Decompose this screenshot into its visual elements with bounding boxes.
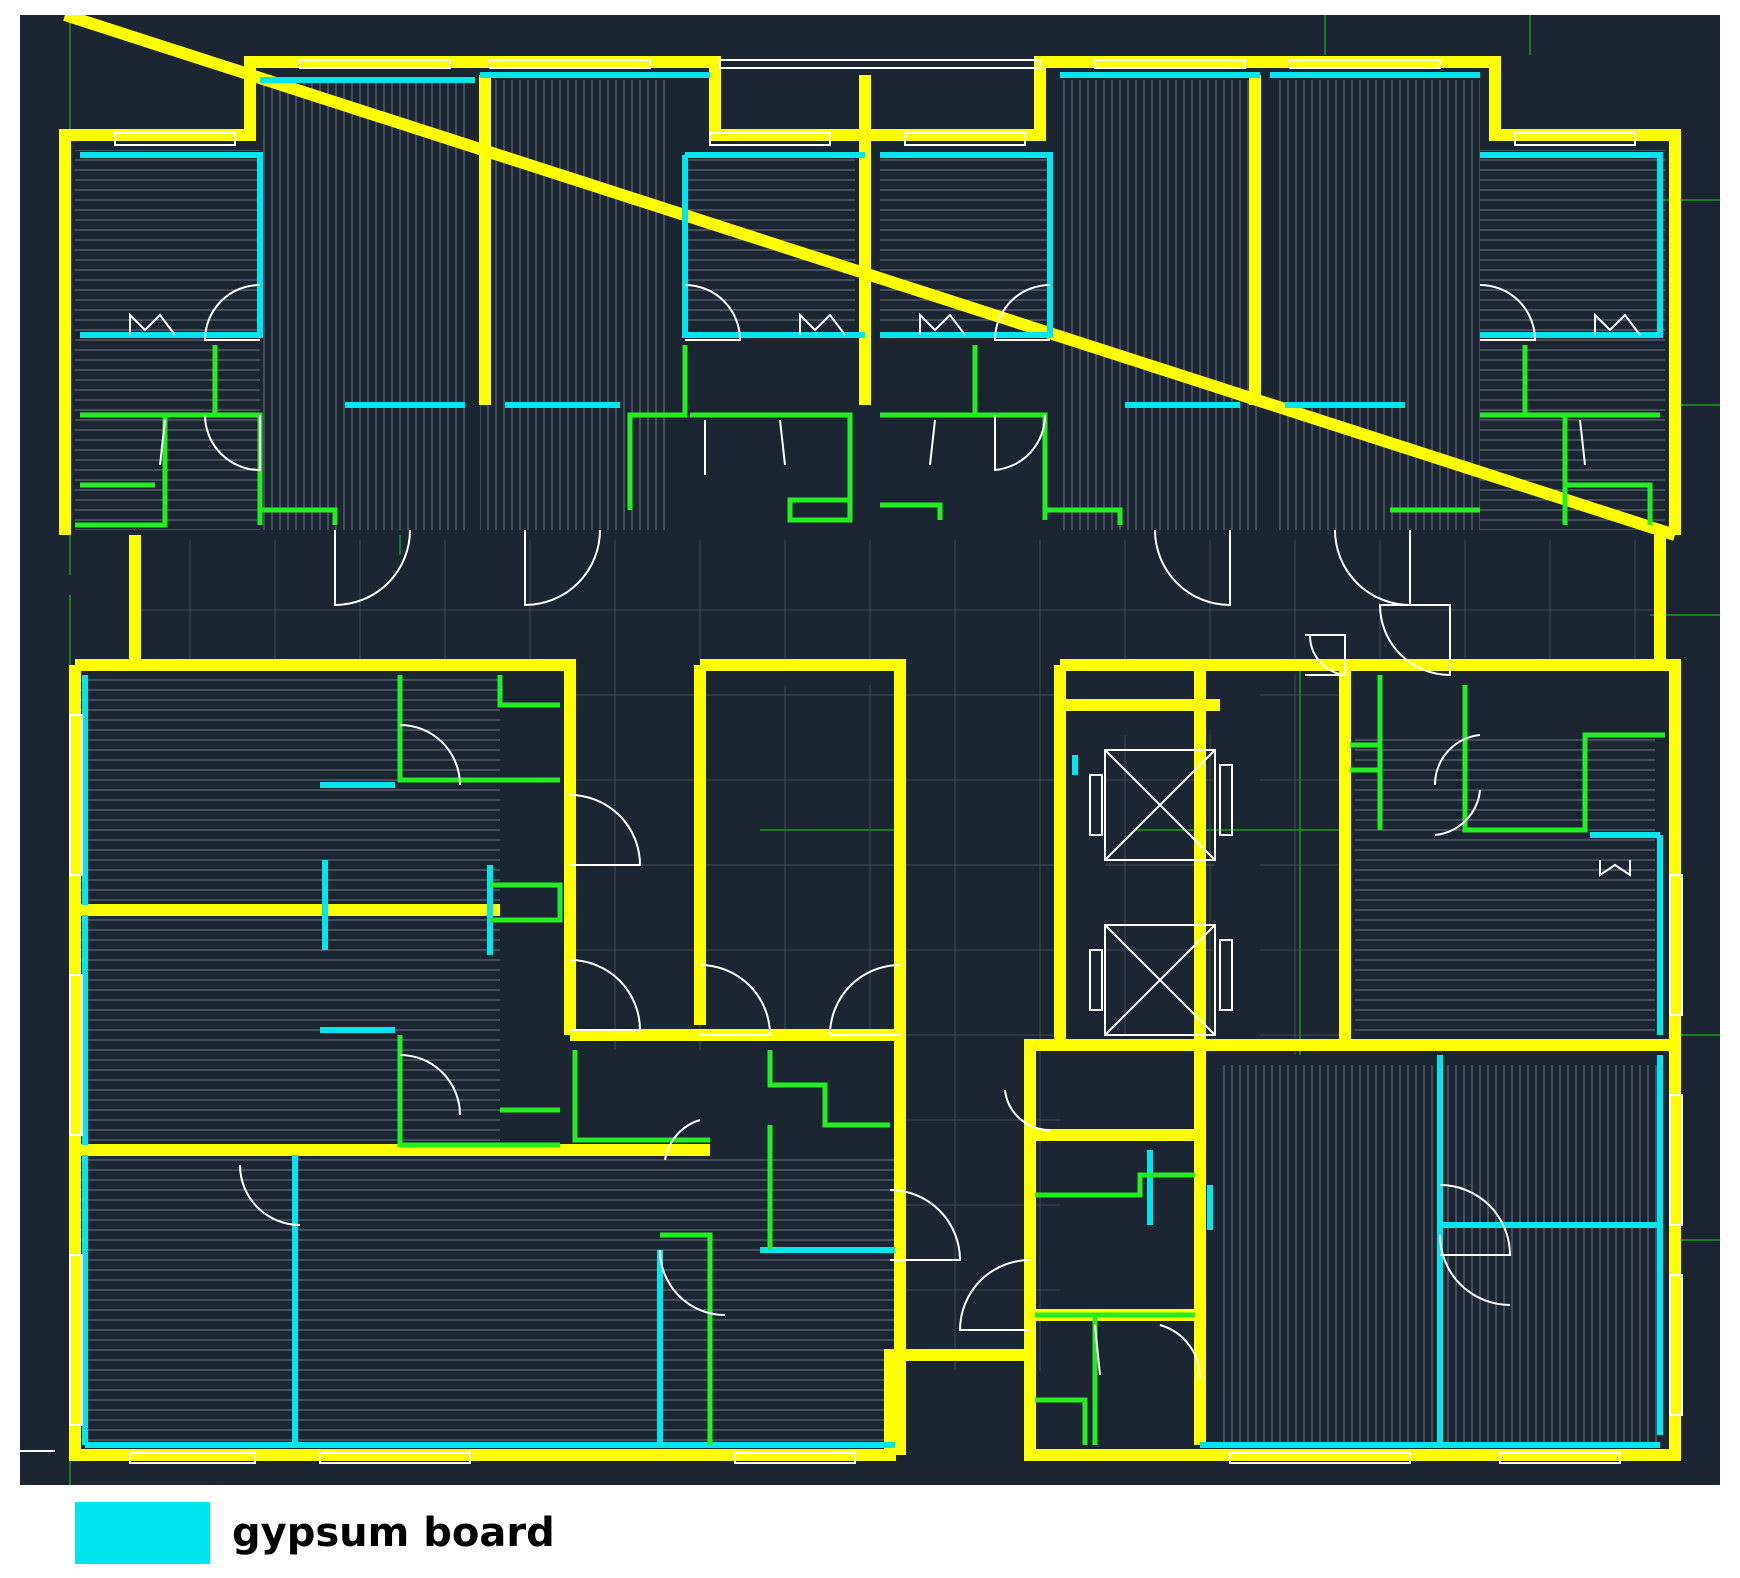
elevator-cars	[1089, 749, 1233, 1036]
legend-swatch-gypsum	[75, 1502, 210, 1564]
door-swings	[159, 284, 1586, 1381]
gypsum-board-walls	[80, 72, 1663, 1448]
legend-label: gypsum board	[232, 1510, 555, 1556]
fixtures	[129, 312, 1641, 877]
windows	[69, 59, 1683, 1464]
structural-walls	[59, 15, 1681, 1461]
floor-plan-svg	[20, 15, 1720, 1485]
legend: gypsum board	[75, 1502, 555, 1564]
corridor-tiles	[140, 540, 1660, 1370]
floor-plan-drawing	[20, 15, 1720, 1485]
